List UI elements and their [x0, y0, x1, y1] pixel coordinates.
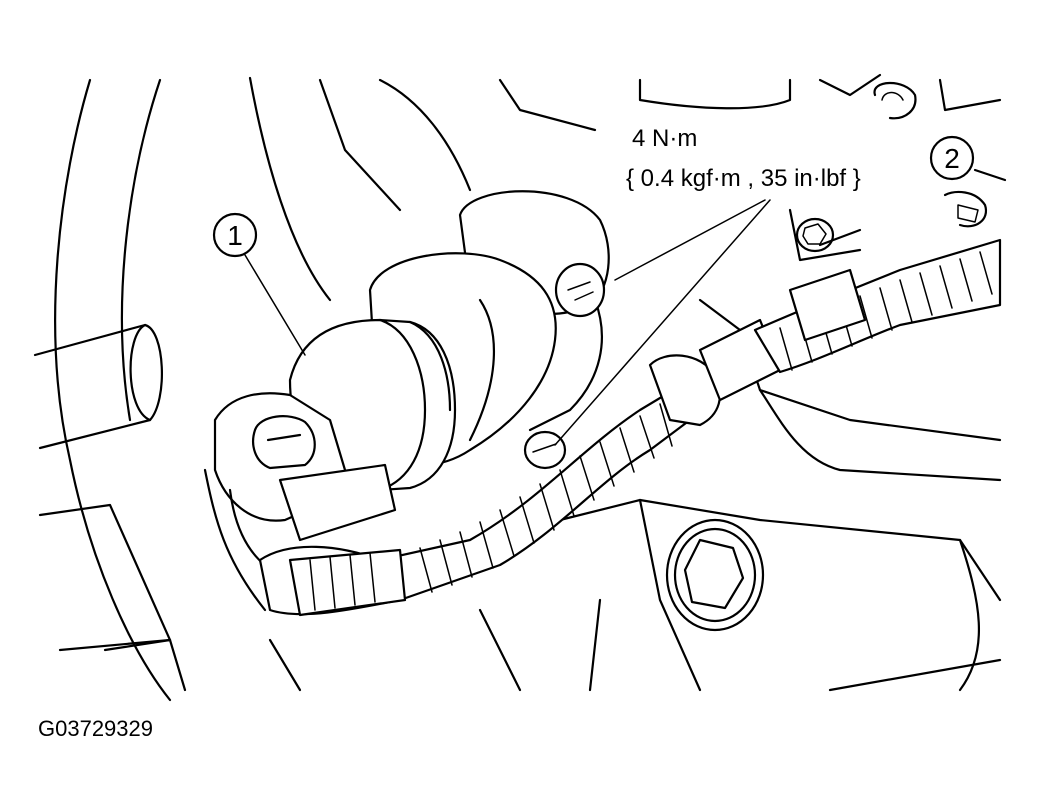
callout-2-label: 2 [944, 143, 960, 174]
wire-harness [258, 238, 1002, 617]
callout-2: 2 [929, 135, 975, 181]
hex-bolt [665, 518, 765, 632]
torque-spec-imperial: { 0.4 kgf·m , 35 in·lbf } [626, 165, 861, 192]
torque-spec-nm: 4 N·m [632, 125, 697, 152]
callout-1-label: 1 [227, 220, 243, 251]
leader-lines [244, 199, 771, 446]
figure-code: G03729329 [38, 716, 153, 741]
engine-block-outline [33, 73, 1007, 702]
torque-spec: 4 N·m { 0.4 kgf·m , 35 in·lbf } [626, 125, 861, 192]
small-bolt [795, 217, 835, 253]
sensor-connector [213, 318, 457, 577]
callout-1: 1 [212, 212, 258, 258]
sensor-body [368, 190, 610, 470]
